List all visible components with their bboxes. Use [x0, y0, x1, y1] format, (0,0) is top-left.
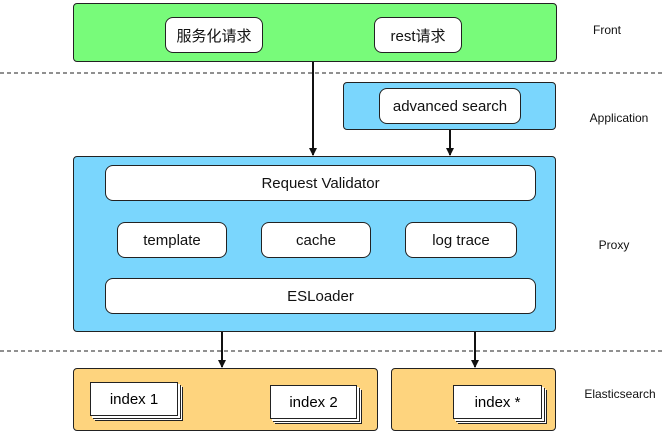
service-request-node: 服务化请求	[165, 17, 263, 53]
rest-request-node: rest请求	[374, 17, 462, 53]
index-2-node: index 2	[270, 385, 357, 419]
esloader-node: ESLoader	[105, 278, 536, 314]
index-star-node: index *	[453, 385, 542, 419]
label-application: Application	[589, 111, 649, 125]
request-validator-node: Request Validator	[105, 165, 536, 201]
label-elasticsearch: Elasticsearch	[584, 387, 656, 401]
template-node: template	[117, 222, 227, 258]
cache-node: cache	[261, 222, 371, 258]
advanced-search-node: advanced search	[379, 88, 521, 124]
log-trace-node: log trace	[405, 222, 517, 258]
index-1-node: index 1	[90, 382, 178, 416]
label-proxy: Proxy	[598, 238, 630, 252]
front-layer	[73, 3, 557, 62]
label-front: Front	[592, 23, 622, 37]
